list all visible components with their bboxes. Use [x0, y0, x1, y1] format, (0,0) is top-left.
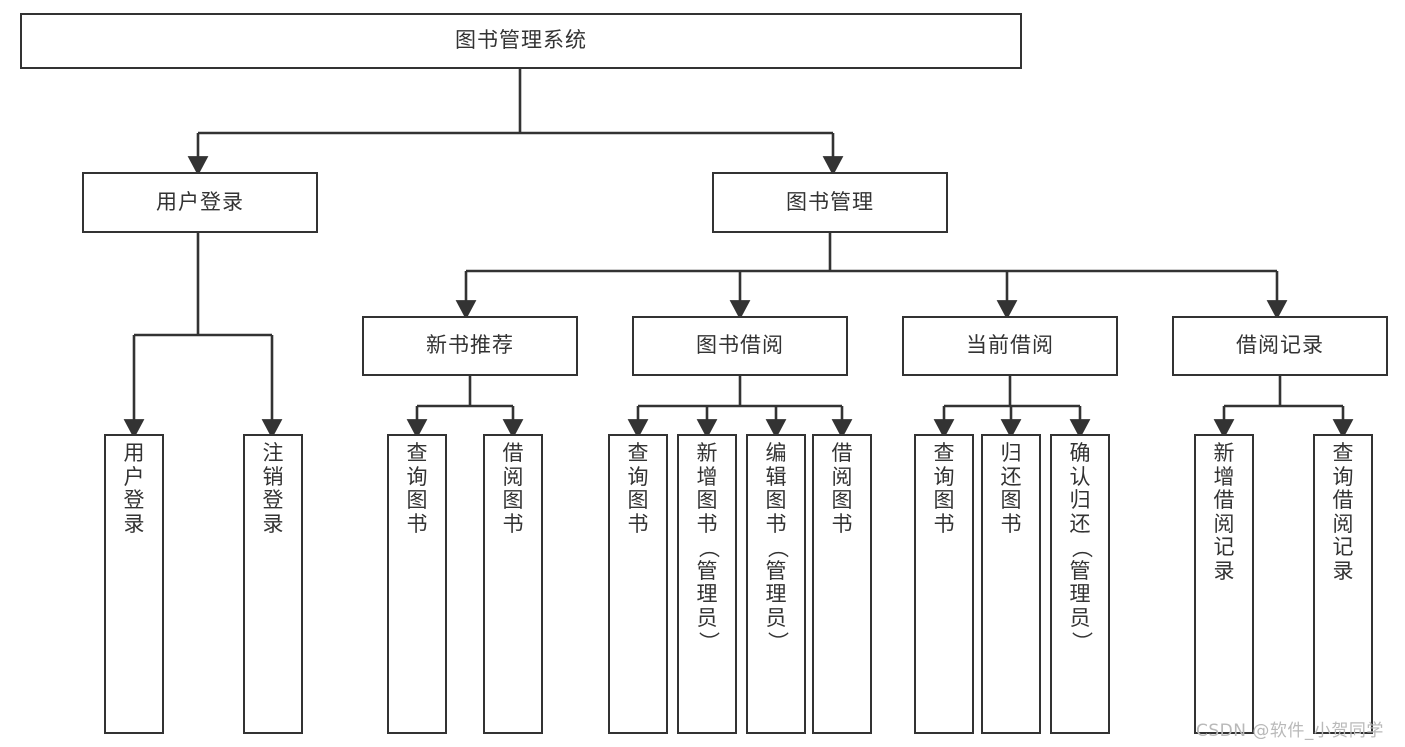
node-current-borrow-label: 当前借阅 — [966, 333, 1054, 358]
leaf-nb-query-book-label: 查询图书 — [406, 441, 428, 536]
leaf-bo-query-book-label: 查询图书 — [627, 441, 649, 536]
leaf-bo-add-book-label: 新增图书（管理员） — [695, 441, 720, 653]
node-book-management[interactable]: 图书管理 — [712, 172, 948, 233]
node-current-borrow[interactable]: 当前借阅 — [902, 316, 1118, 376]
leaf-bo-edit-book-label: 编辑图书（管理员） — [764, 441, 789, 653]
leaf-cu-confirm-return-label: 确认归还（管理员） — [1068, 441, 1093, 653]
leaf-nb-query-book[interactable]: 查询图书 — [387, 434, 447, 734]
node-root-label: 图书管理系统 — [455, 28, 587, 53]
watermark: CSDN @软件_小贺同学 — [1196, 721, 1384, 741]
leaf-bo-query-book[interactable]: 查询图书 — [608, 434, 668, 734]
leaf-bo-add-book[interactable]: 新增图书（管理员） — [677, 434, 737, 734]
node-user-login[interactable]: 用户登录 — [82, 172, 318, 233]
node-new-book-recommend[interactable]: 新书推荐 — [362, 316, 578, 376]
leaf-user-login[interactable]: 用户登录 — [104, 434, 164, 734]
node-user-login-label: 用户登录 — [156, 189, 244, 214]
leaf-user-logout-label: 注销登录 — [262, 441, 284, 536]
leaf-cu-query-book-label: 查询图书 — [933, 441, 955, 536]
leaf-bo-borrow-book-label: 借阅图书 — [831, 441, 853, 536]
node-borrow-record-label: 借阅记录 — [1236, 333, 1324, 358]
leaf-user-logout[interactable]: 注销登录 — [243, 434, 303, 734]
leaf-rc-query-record-label: 查询借阅记录 — [1332, 441, 1354, 583]
leaf-bo-edit-book[interactable]: 编辑图书（管理员） — [746, 434, 806, 734]
node-book-borrow-label: 图书借阅 — [696, 333, 784, 358]
node-book-management-label: 图书管理 — [786, 189, 874, 214]
leaf-cu-query-book[interactable]: 查询图书 — [914, 434, 974, 734]
leaf-cu-return-book-label: 归还图书 — [1000, 441, 1022, 536]
leaf-cu-return-book[interactable]: 归还图书 — [981, 434, 1041, 734]
leaf-rc-query-record[interactable]: 查询借阅记录 — [1313, 434, 1373, 734]
leaf-nb-borrow-book[interactable]: 借阅图书 — [483, 434, 543, 734]
node-new-book-recommend-label: 新书推荐 — [426, 333, 514, 358]
leaf-bo-borrow-book[interactable]: 借阅图书 — [812, 434, 872, 734]
leaf-rc-add-record[interactable]: 新增借阅记录 — [1194, 434, 1254, 734]
leaf-nb-borrow-book-label: 借阅图书 — [502, 441, 524, 536]
leaf-rc-add-record-label: 新增借阅记录 — [1213, 441, 1235, 583]
leaf-cu-confirm-return[interactable]: 确认归还（管理员） — [1050, 434, 1110, 734]
leaf-user-login-label: 用户登录 — [123, 441, 145, 536]
node-borrow-record[interactable]: 借阅记录 — [1172, 316, 1388, 376]
node-book-borrow[interactable]: 图书借阅 — [632, 316, 848, 376]
node-root[interactable]: 图书管理系统 — [20, 13, 1022, 69]
